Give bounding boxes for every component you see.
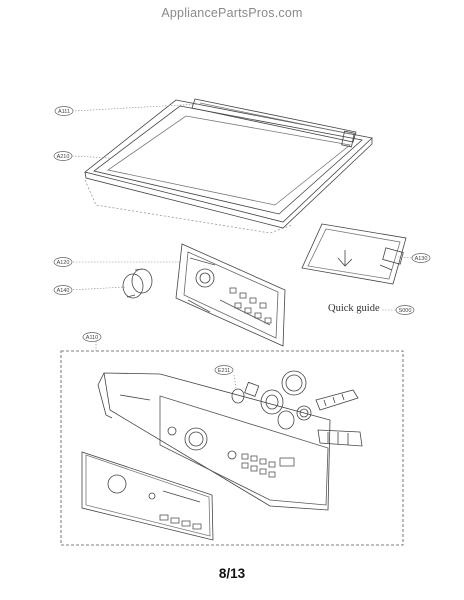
front-decor-panel: [81, 451, 214, 541]
callout-s000: S000: [399, 308, 412, 314]
callout-a130: A130: [415, 256, 428, 262]
lid-frame-inner: [93, 105, 363, 215]
knob-part: [122, 268, 153, 299]
knob-rings: [231, 370, 312, 430]
quick-guide-label: Quick guide: [328, 303, 380, 314]
watermark: AppliancePartsPros.com: [161, 6, 303, 20]
callout-a210: A210: [57, 154, 70, 160]
callout-labels: A111 A210 A120 A140 A130 S000 A110 E211: [57, 109, 428, 374]
button-strips: [315, 389, 363, 447]
quick-guide-part: [301, 223, 407, 285]
callout-ovals: [53, 106, 431, 375]
callout-a110: A110: [86, 335, 98, 341]
panel-outline: [60, 350, 404, 546]
leader-lines: [69, 103, 413, 389]
control-panel: [97, 372, 331, 511]
callout-a111: A111: [58, 109, 70, 115]
lid-outline: [84, 179, 293, 234]
lid-glass: [107, 115, 351, 206]
lid-assembly: [84, 98, 373, 229]
control-board: [175, 243, 286, 347]
lid-trim: [191, 98, 357, 143]
page-number: 8/13: [218, 566, 246, 581]
callout-a120: A120: [57, 260, 70, 266]
lid-frame: [84, 99, 373, 223]
callout-e211: E211: [218, 368, 230, 374]
callout-a140: A140: [57, 288, 70, 294]
